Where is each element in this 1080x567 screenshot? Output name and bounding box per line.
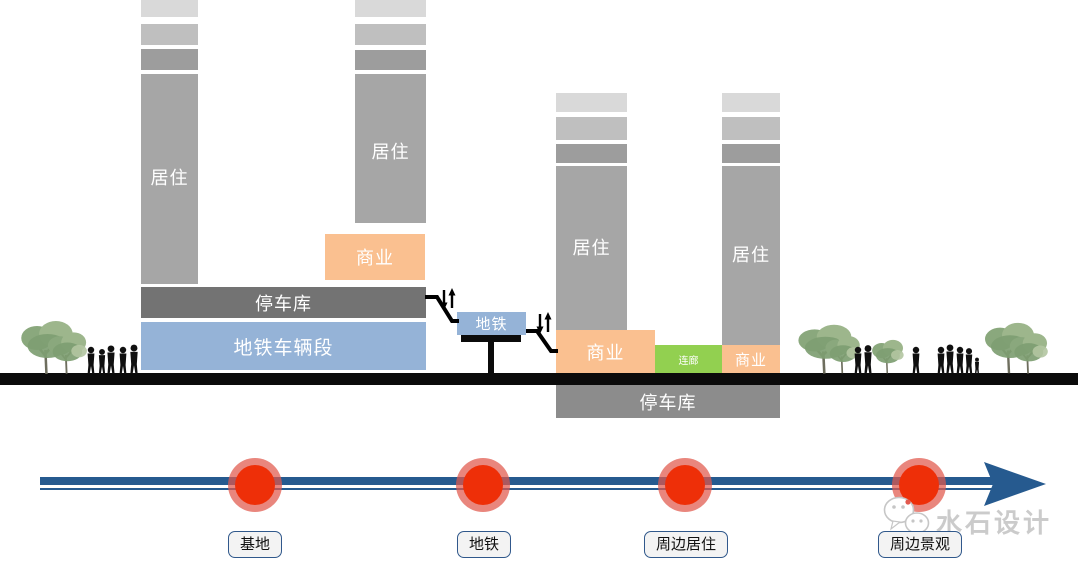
- tower-roof-block: [355, 24, 426, 45]
- timeline-label-surrounding-residential: 周边居住: [643, 531, 729, 558]
- tower-body: 居住: [141, 74, 198, 284]
- tower-roof-block: [722, 117, 780, 140]
- block-label: 连廊: [678, 355, 699, 367]
- block-label: 商业: [356, 248, 394, 268]
- residential-tower-3: 居住: [556, 0, 627, 400]
- timeline-line-thin: [40, 488, 998, 490]
- updown-arrows-icon: [535, 310, 553, 336]
- timeline-stop-dot: [463, 465, 503, 505]
- timeline-label-surrounding-landscape: 周边景观: [877, 531, 963, 558]
- timeline-label-metro: 地铁: [456, 531, 512, 558]
- tower-roof-block: [556, 144, 627, 163]
- block-label: 停车库: [255, 293, 312, 314]
- block-label: 地铁车辆段: [233, 337, 334, 359]
- tower-roof-block: [355, 50, 426, 70]
- ground-line: [0, 373, 1078, 385]
- metro-depot-block: 地铁车辆段: [141, 322, 426, 370]
- commercial-block-middle: 商业: [556, 330, 655, 373]
- metro-platform-bar: [461, 335, 521, 342]
- tower-roof-block: [141, 0, 198, 17]
- tower-roof-block: [556, 93, 627, 112]
- residential-tower-4: 居住: [722, 0, 780, 400]
- block-label: 停车库: [639, 392, 697, 413]
- parking-garage-left: 停车库: [141, 287, 426, 318]
- tower-roof-block: [556, 117, 627, 140]
- tower-roof-block: [141, 24, 198, 45]
- metro-station-block: 地铁: [457, 312, 526, 335]
- tower-body: 居住: [722, 166, 780, 345]
- tower-roof-block: [722, 93, 780, 112]
- pedestrians-right: [854, 344, 980, 374]
- timeline-line-thick: [40, 477, 1002, 485]
- tower-label: 居住: [732, 245, 770, 265]
- block-label: 商业: [586, 342, 625, 363]
- corridor-block: 连廊: [655, 345, 722, 373]
- escalator-left: [425, 295, 459, 323]
- timeline-arrowhead: [984, 462, 1046, 506]
- updown-arrows-icon: [439, 286, 457, 312]
- trees-right: [797, 321, 1049, 375]
- commercial-block-left: 商业: [325, 234, 425, 280]
- timeline-stop-dot: [235, 465, 275, 505]
- commercial-block-right: 商业: [722, 345, 780, 373]
- parking-garage-right: 停车库: [556, 385, 780, 418]
- pedestrians-left: [87, 344, 138, 374]
- metro-support-post: [488, 342, 494, 373]
- residential-tower-2: 居住: [355, 0, 426, 400]
- tower-label: 居住: [572, 238, 611, 258]
- tower-body: 居住: [355, 74, 426, 223]
- block-label: 地铁: [475, 316, 508, 333]
- tower-label: 居住: [371, 142, 410, 162]
- tower-body: 居住: [556, 166, 627, 330]
- tower-roof-block: [141, 49, 198, 70]
- timeline-label-site: 基地: [227, 531, 283, 558]
- trees-left: [19, 319, 88, 376]
- timeline-stop-dot: [665, 465, 705, 505]
- residential-tower-1: 居住: [141, 0, 198, 400]
- tower-label: 居住: [150, 168, 189, 188]
- block-label: 商业: [734, 351, 767, 369]
- tower-roof-block: [722, 144, 780, 163]
- escalator-right: [526, 329, 558, 353]
- tower-roof-block: [355, 0, 426, 17]
